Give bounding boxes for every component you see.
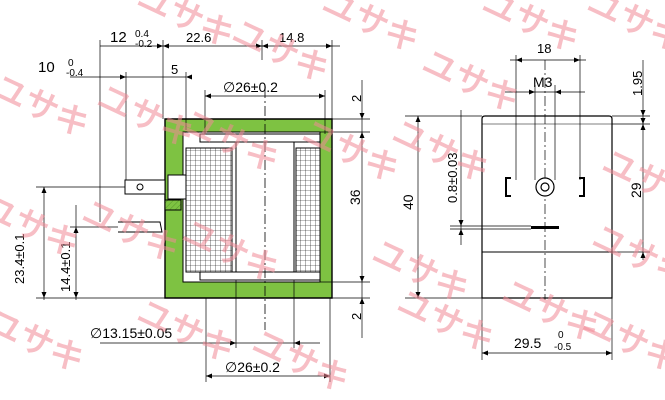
dim-10-tol-lower: -0.4 — [66, 68, 84, 79]
right-dimension-labels: 18 M3 1.95 40 0.8±0.03 29 29.5 0 -0.5 — [400, 41, 645, 353]
coil-outline — [481, 115, 613, 299]
dim-12-tol-lower: -0.2 — [135, 39, 153, 50]
right-dimension-arrows — [415, 57, 646, 356]
watermark-text: ユサキ — [416, 42, 525, 121]
right-front-view — [481, 60, 613, 300]
left-dimension-lines — [36, 40, 370, 382]
terminal-slot-right — [579, 177, 585, 197]
m3-insert-inner — [540, 182, 550, 192]
thread-m3-label: M3 — [533, 74, 553, 90]
dim-23-4-label: 23.4±0.1 — [12, 233, 27, 284]
winding-right — [295, 147, 321, 273]
watermark-text: ユサキ — [581, 0, 665, 61]
right-dimension-lines — [405, 55, 650, 360]
watermark-text: ユサキ — [316, 0, 425, 61]
terminal-hole — [136, 183, 144, 191]
watermark-text: ユサキ — [91, 77, 200, 156]
watermark-text: ユサキ — [576, 302, 665, 381]
left-dimension-labels: 12 0.4 -0.2 22.6 14.8 10 0 -0.4 5 ∅26±0.… — [12, 29, 364, 375]
dim-29-label: 29 — [628, 182, 644, 198]
left-dimension-arrows — [41, 43, 365, 379]
dim-29-5-tol-upper: 0 — [558, 330, 564, 341]
dia-13-15-label: ∅13.15±0.05 — [90, 325, 172, 341]
dim-10-label: 10 — [38, 59, 55, 76]
terminal-blade — [124, 179, 166, 195]
dim-1-95-label: 1.95 — [630, 71, 645, 96]
dim-36-label: 36 — [347, 189, 363, 205]
terminal-bracket — [118, 221, 163, 233]
watermark-text: ユサキ — [246, 322, 355, 400]
dim-14-8-label: 14.8 — [279, 30, 304, 45]
left-section-view — [118, 88, 333, 330]
dim-22-6-label: 22.6 — [186, 30, 211, 45]
watermark-text: ユサキ — [386, 112, 495, 191]
terminal-pin-base — [164, 199, 182, 211]
dim-2-bottom-label: 2 — [349, 313, 364, 320]
dim-12-tol-upper: 0.4 — [135, 29, 149, 40]
terminal-tab — [167, 174, 187, 200]
bobbin-flange-top — [199, 133, 321, 143]
watermark-text: ユサキ — [131, 292, 240, 371]
watermark-text: ユサキ — [476, 0, 585, 61]
dim-29-5-label: 29.5 — [514, 335, 541, 351]
dia-26-top-label: ∅26±0.2 — [223, 79, 278, 95]
dim-14-4-label: 14.4±0.1 — [58, 241, 73, 292]
watermark-text: ユサキ — [0, 302, 91, 381]
dim-18-label: 18 — [537, 41, 551, 56]
dim-12-label: 12 — [110, 29, 127, 46]
dim-10-tol-upper: 0 — [68, 58, 74, 69]
bobbin-flange-bottom — [199, 271, 321, 281]
dim-29-5-tol-lower: -0.5 — [554, 342, 572, 353]
dim-2-top-label: 2 — [349, 95, 364, 102]
dia-26-bottom-label: ∅26±0.2 — [225, 359, 280, 375]
terminal-slot-left — [505, 177, 511, 197]
dim-0-8-label: 0.8±0.03 — [445, 152, 460, 203]
dim-40-label: 40 — [400, 194, 416, 210]
dim-5-label: 5 — [171, 62, 178, 77]
ground-slot — [531, 226, 559, 229]
